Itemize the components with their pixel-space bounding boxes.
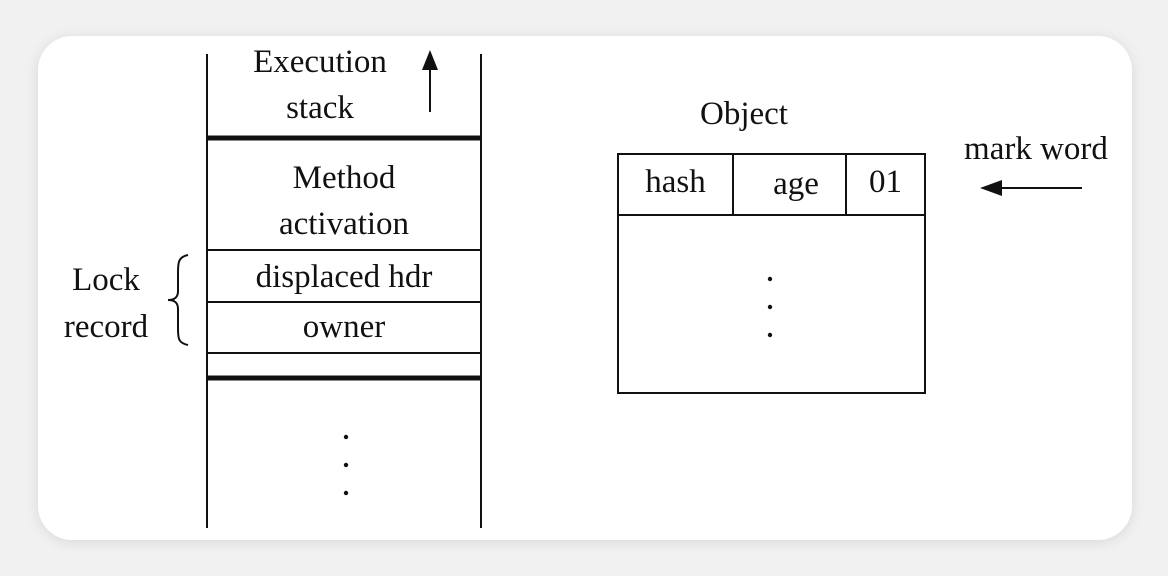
up-arrow-icon xyxy=(422,50,438,70)
object-cell-hash: hash xyxy=(645,164,706,200)
displaced-hdr-label: displaced hdr xyxy=(255,259,433,295)
object-box xyxy=(617,153,926,394)
diagram-card xyxy=(38,36,1132,540)
left-arrow-icon xyxy=(980,180,1002,196)
execution-stack-title-line1: Execution xyxy=(253,44,387,80)
method-activation-line1: Method xyxy=(292,160,396,196)
brace-icon xyxy=(167,254,189,346)
lock-record-label-line1: Lock xyxy=(72,262,140,298)
method-activation-line2: activation xyxy=(278,206,410,242)
object-title: Object xyxy=(700,96,788,132)
object-ellipsis-icon xyxy=(767,276,773,338)
object-cell-flag: 01 xyxy=(869,164,902,200)
lock-record-label-line2: record xyxy=(63,309,149,345)
owner-label: owner xyxy=(302,309,386,345)
stack-ellipsis-icon xyxy=(343,434,349,496)
execution-stack-title-line2: stack xyxy=(286,90,354,126)
mark-word-label: mark word xyxy=(964,131,1108,167)
object-cell-age: age xyxy=(773,166,819,202)
